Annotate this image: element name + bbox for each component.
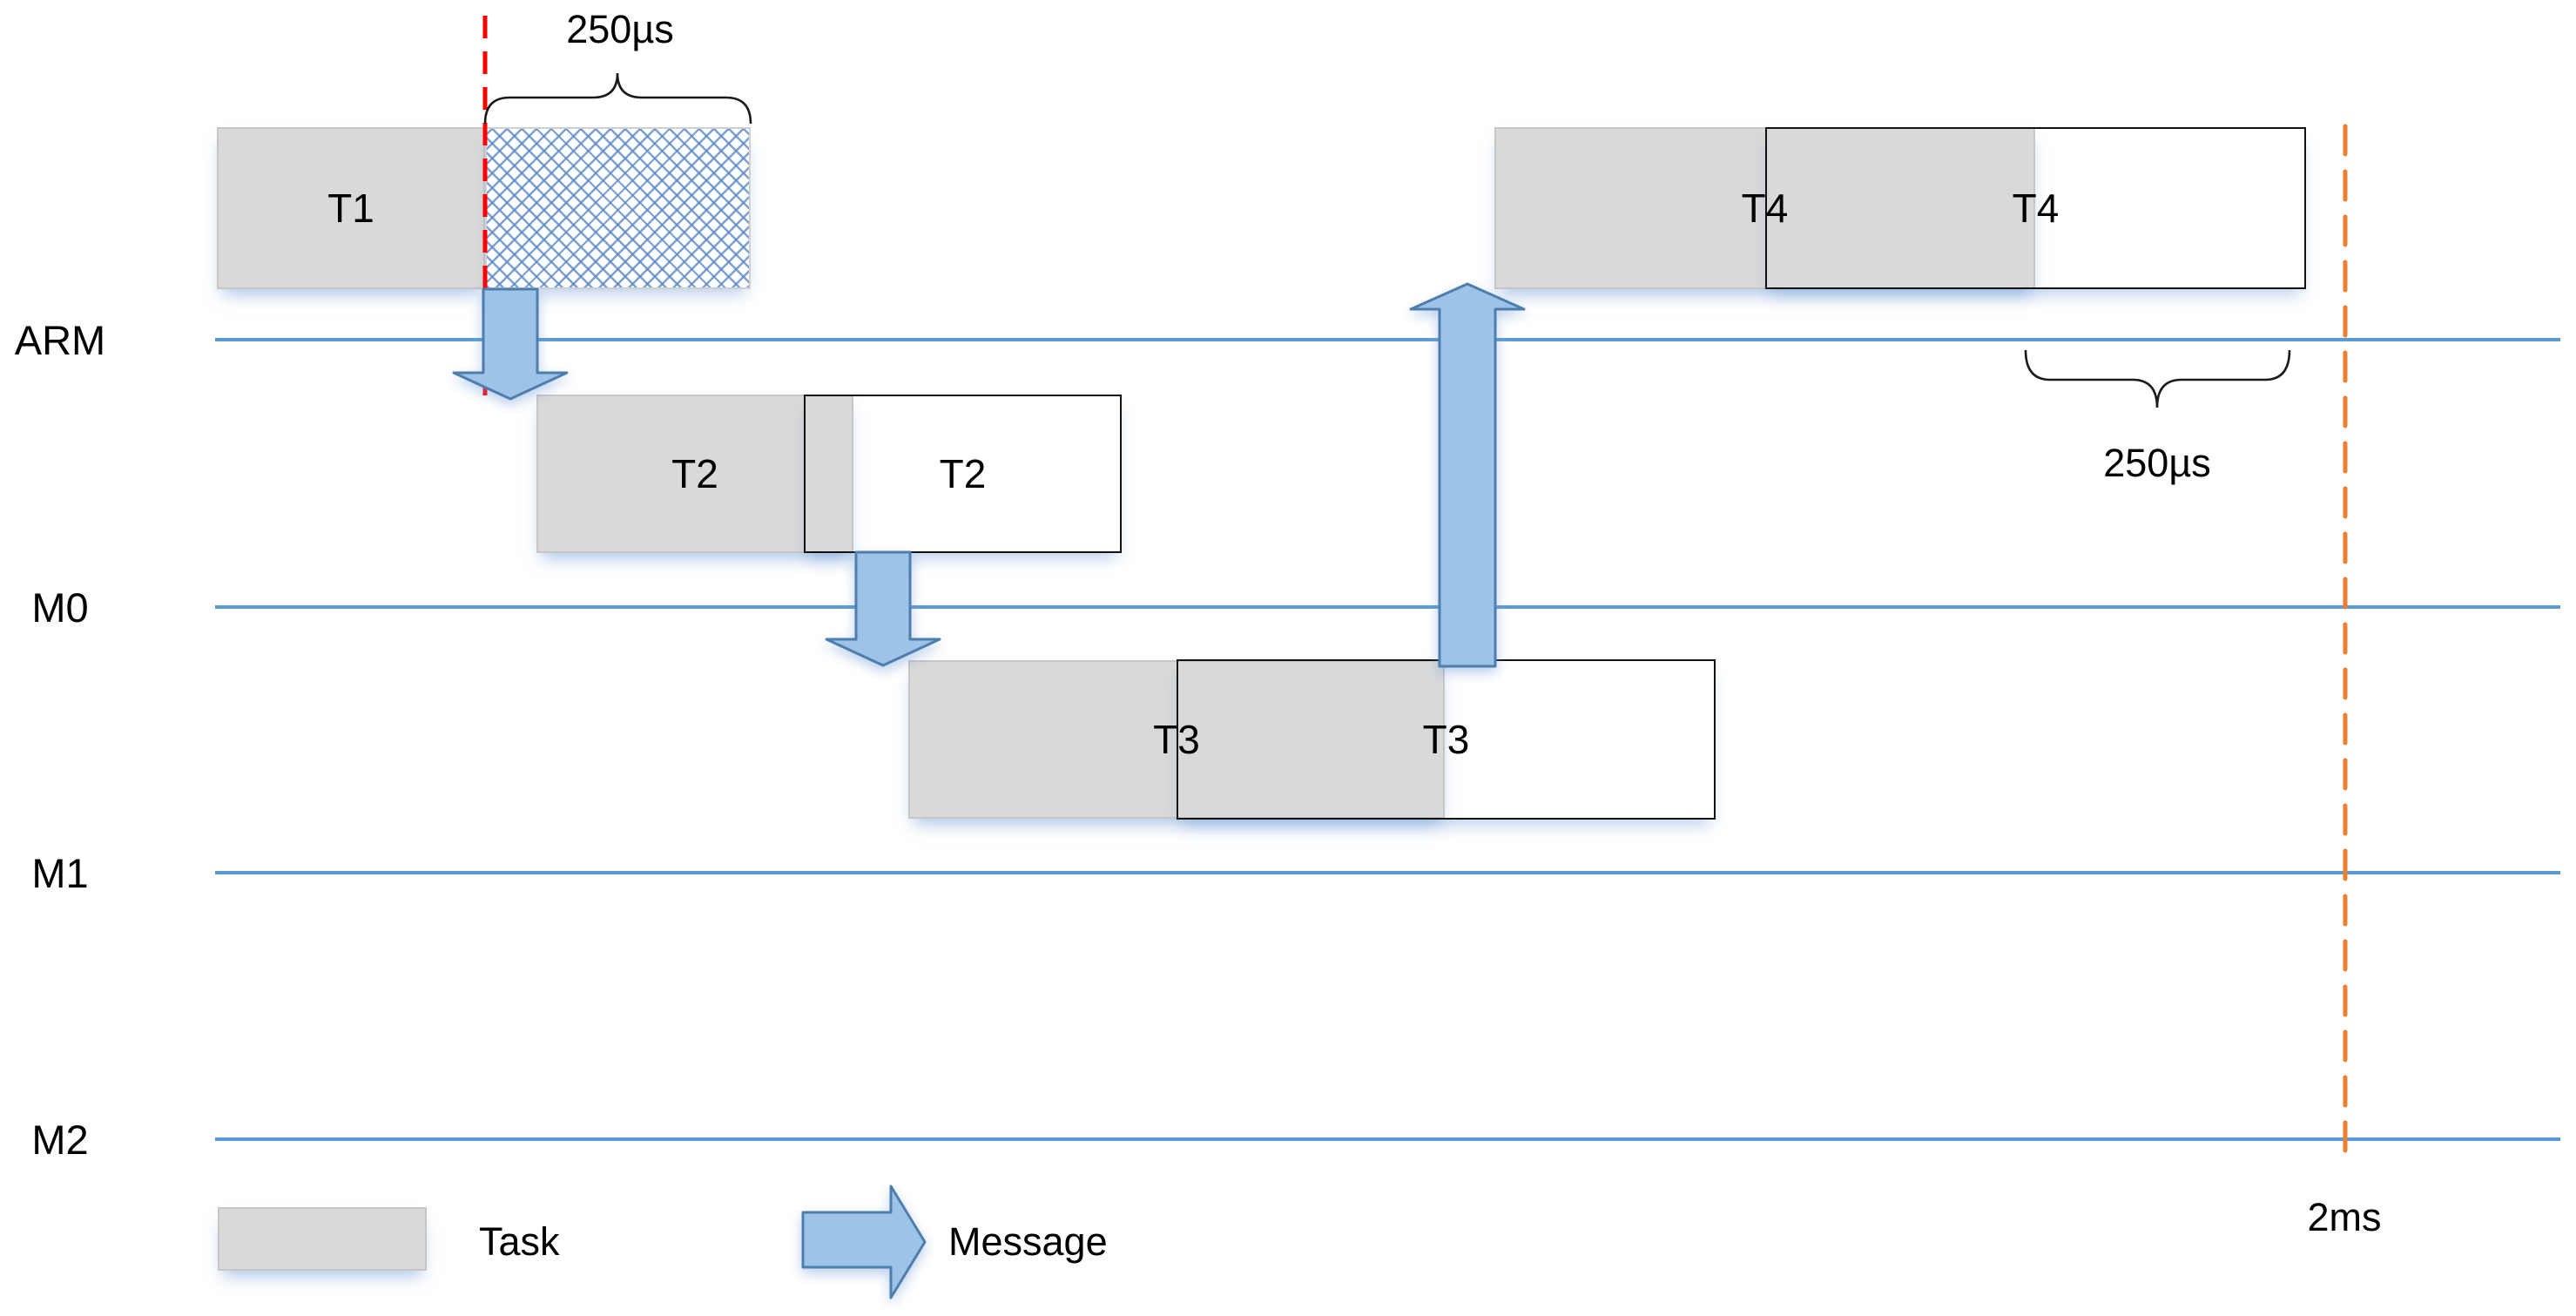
tail-duration-label: 250µs [2103,441,2211,485]
lane-label-m1: M1 [31,849,89,896]
task-t4-label: T4 [1741,186,1789,231]
task-t2-window-label: T2 [939,451,987,496]
task-t4-window-box: T4 [1765,127,2306,289]
task-t4-window-label: T4 [2012,186,2060,231]
task-t1-exec-box: T1 [217,127,485,289]
task-t2-label: T2 [671,451,718,496]
task-t2-window-box: T2 [804,395,1122,553]
task-t1-reserved-hatch-box [485,127,751,289]
lane-label-m2: M2 [31,1116,89,1163]
deadline-2ms-label: 2ms [2307,1195,2382,1239]
offset-duration-label: 250µs [566,7,674,51]
legend-message-label: Message [948,1219,1108,1264]
task-t3-window-label: T3 [1422,717,1470,762]
task-t4-exec-box: T4 [1494,127,2035,289]
legend-task-swatch [218,1207,427,1271]
task-t2-exec-box: T2 [536,395,853,553]
lane-label-m0: M0 [31,584,89,631]
lane-label-arm: ARM [14,316,106,363]
task-t1-label: T1 [327,186,374,231]
task-t3-window-box: T3 [1177,659,1716,820]
legend-task-label: Task [479,1219,560,1264]
